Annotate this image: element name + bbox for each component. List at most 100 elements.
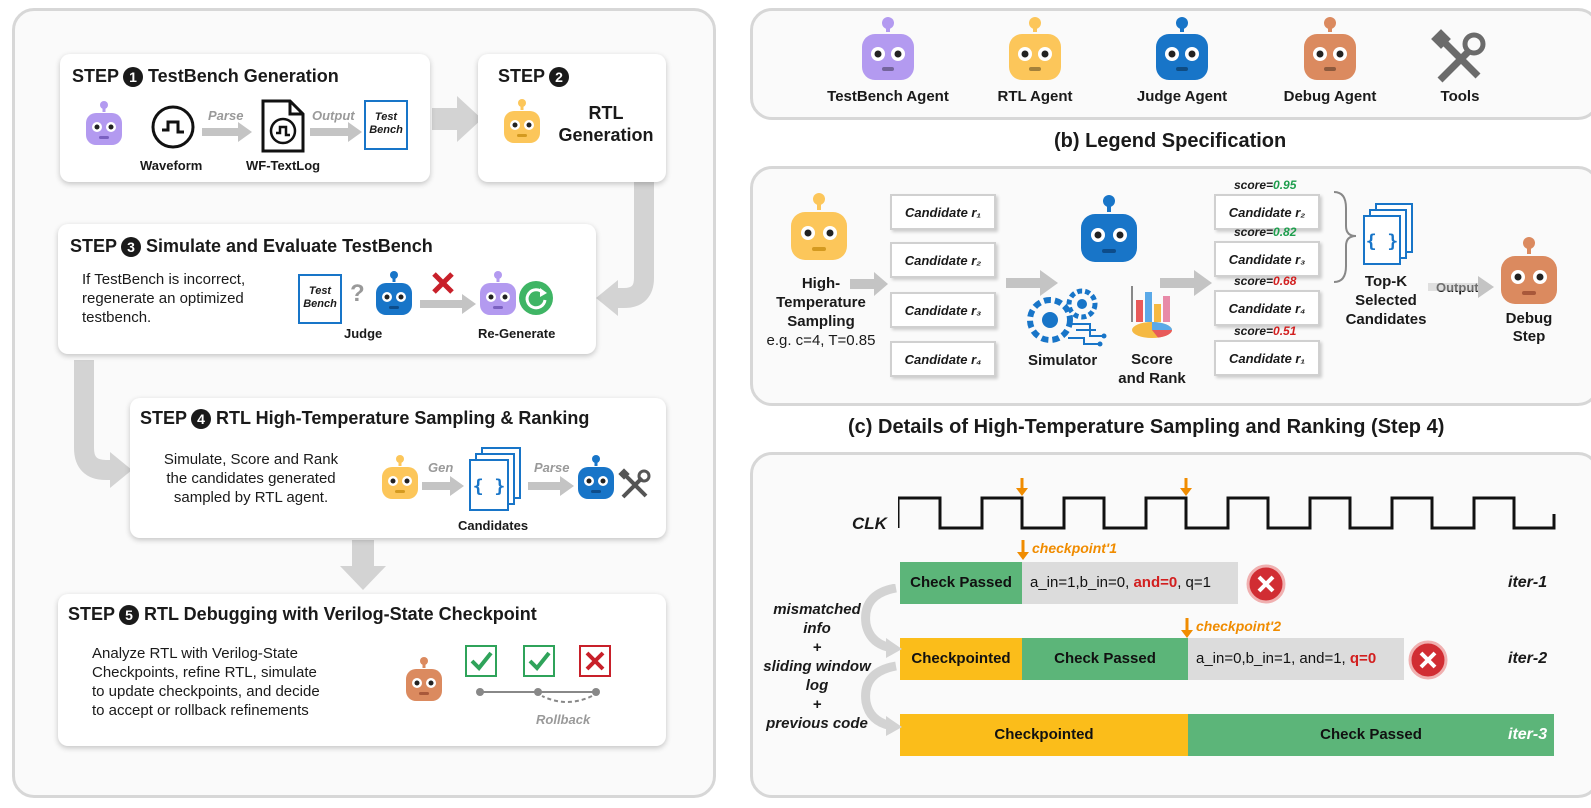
topk-line3: Candidates	[1345, 311, 1427, 328]
topk-line2: Selected	[1355, 292, 1417, 309]
step4-description: Simulate, Score and Rank the candidates …	[146, 450, 356, 507]
workflow-connectors	[74, 96, 654, 590]
step5-number: 5	[119, 604, 140, 625]
rollback-label: Rollback	[536, 712, 591, 727]
step3-desc-line3: testbench.	[82, 309, 152, 326]
candidate-score: score=0.82	[1234, 225, 1297, 239]
svg-text:{ }: { }	[473, 476, 506, 497]
sampling-label-line2: Temperature	[776, 294, 866, 311]
step2-heading: RTL Generation	[550, 102, 662, 146]
step5-description: Analyze RTL with Verilog-State Checkpoin…	[92, 644, 320, 720]
ranked-candidate-box: Candidate r₄	[1214, 290, 1320, 326]
judge-label: Judge	[344, 326, 383, 341]
tools-legend-icon	[1431, 29, 1486, 83]
waveform-icon	[151, 105, 195, 149]
step5-prefix: STEP	[68, 604, 116, 624]
step4-judge-agent-icon	[578, 455, 614, 499]
iter3-checkpointed: Checkpointed	[900, 714, 1188, 756]
rtl-agent-icon	[504, 99, 540, 143]
step3-title: STEP 3 Simulate and Evaluate TestBench	[70, 236, 433, 257]
refresh-icon	[519, 281, 553, 315]
sampling-rtl-agent-icon	[791, 193, 847, 260]
sampling-caption: (c) Details of High-Temperature Sampling…	[848, 416, 1445, 438]
step4-title-text: RTL High-Temperature Sampling & Ranking	[216, 408, 590, 428]
checkpoint2-marker	[1181, 618, 1193, 638]
debug-step-line1: Debug	[1505, 310, 1553, 327]
topk-brace	[1333, 191, 1357, 283]
iter1-signals: a_in=1,b_in=0, and=0, q=1	[1022, 562, 1238, 604]
question-mark: ?	[350, 280, 365, 307]
iter2-signals: a_in=0,b_in=1, and=1, q=0	[1188, 638, 1404, 680]
feedback-text: mismatched info + sliding window log + p…	[752, 600, 882, 733]
feedback-line4: sliding window	[763, 658, 871, 675]
ranked-candidate-box: Candidate r₂	[1214, 194, 1320, 230]
score-rank-line1: Score	[1131, 351, 1173, 368]
arrow-step1-step2	[432, 108, 460, 130]
step4-desc-line1: Simulate, Score and Rank	[163, 451, 339, 468]
step4-desc-line2: the candidates generated	[166, 470, 336, 487]
output-arrow	[310, 122, 362, 142]
rollback-timeline	[476, 688, 600, 703]
arrowhead-step4-step5	[340, 566, 386, 590]
candidates-label: Candidates	[458, 518, 529, 533]
sampling-label-line3: Sampling	[787, 313, 855, 330]
iter1-check-passed: Check Passed	[900, 562, 1022, 604]
arrow-step2-step3	[616, 180, 654, 308]
candidate-score: score=0.95	[1234, 178, 1297, 192]
output-label: Output	[312, 108, 355, 123]
debug-agent-legend-icon	[1304, 17, 1356, 80]
debug-step-label: Debug Step	[1490, 310, 1568, 346]
step1-title-text: TestBench Generation	[148, 66, 339, 86]
score-rank-line2: and Rank	[1118, 370, 1186, 387]
step4-parse-arrow	[528, 476, 574, 496]
sampling-label-line1: High-	[801, 275, 841, 292]
sampling-debug-agent-icon	[1501, 237, 1557, 304]
arrowhead-step2-step3	[596, 280, 618, 316]
iter2-label: iter-2	[1508, 650, 1548, 667]
check-icon-1	[465, 645, 497, 677]
score-rank-chart-icon	[1131, 286, 1172, 338]
score-rank-label: Score and Rank	[1110, 350, 1194, 388]
feedback-line7: previous code	[766, 715, 868, 732]
ranked-candidate-box: Candidate r₃	[1214, 241, 1320, 277]
waveform-label: Waveform	[140, 158, 203, 173]
step3-description: If TestBench is incorrect, regenerate an…	[82, 270, 245, 327]
clock-waveform	[898, 478, 1556, 530]
candidate-box: Candidate r₃	[890, 292, 996, 328]
regenerate-arrow	[420, 294, 476, 314]
step3-number: 3	[121, 236, 142, 257]
arrow-step3-step4	[74, 360, 112, 480]
checkpoint2-label: checkpoint'2	[1196, 618, 1282, 634]
feedback-line2: info	[803, 620, 831, 637]
step4-parse-label: Parse	[534, 460, 570, 475]
tools-icon	[618, 468, 651, 499]
step4-prefix: STEP	[140, 408, 188, 428]
output-to-debug-arrow	[1428, 276, 1494, 298]
checkpoint1-marker	[1017, 540, 1029, 560]
sampling-label-line4: e.g. c=4, T=0.85	[766, 332, 876, 349]
testbench-document-icon: Test Bench	[364, 100, 408, 150]
legend-caption: (b) Legend Specification	[1054, 130, 1287, 152]
step3-doc-line1: Test	[308, 285, 332, 297]
step2-title: STEP 2	[498, 66, 574, 87]
red-x-icon	[432, 272, 454, 294]
sampling-to-candidates-arrow	[850, 272, 888, 296]
iter1-label: iter-1	[1508, 574, 1548, 591]
feedback-line6: +	[812, 696, 822, 713]
step5-desc-line2: Checkpoints, refine RTL, simulate	[92, 664, 317, 681]
step5-desc-line4: to accept or rollback refinements	[92, 702, 309, 719]
parse-label: Parse	[208, 108, 244, 123]
sampling-agent-label: High- Temperature Sampling e.g. c=4, T=0…	[756, 274, 886, 350]
step1-title: STEP 1 TestBench Generation	[72, 66, 339, 87]
gen-arrow	[422, 476, 464, 496]
iter1-signals-mismatch: and=0	[1133, 574, 1178, 591]
iter2-check-passed: Check Passed	[1022, 638, 1188, 680]
rank-to-candidates-arrow	[1160, 270, 1212, 296]
candidates-to-simulator-arrow	[1006, 270, 1058, 296]
step3-title-text: Simulate and Evaluate TestBench	[146, 236, 433, 256]
topk-stack-icon: { }	[1363, 203, 1413, 265]
step2-prefix: STEP	[498, 66, 546, 86]
iter1-signals-b: , q=1	[1177, 574, 1211, 591]
step5-title: STEP 5 RTL Debugging with Verilog-State …	[68, 604, 537, 625]
legend-label: Judge Agent	[1136, 88, 1228, 105]
